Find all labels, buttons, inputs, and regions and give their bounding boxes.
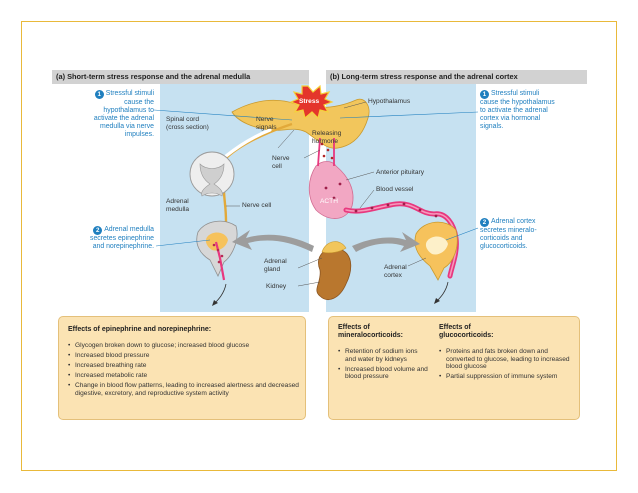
stress-label: Stress: [299, 98, 320, 105]
epinephrine-effects-title: Effects of epinephrine and norepinephrin…: [68, 326, 212, 333]
kidney-adrenal-gland: [321, 241, 347, 254]
list-item: Change in blood flow patterns, leading t…: [68, 382, 300, 397]
arrowhead-epinephrine: [212, 300, 218, 306]
epinephrine-effects-box: Effects of epinephrine and norepinephrin…: [58, 316, 306, 420]
cortex-inner-medulla: [425, 236, 448, 255]
list-item: Increased metabolic rate: [68, 372, 300, 380]
label-leader-lines: [226, 101, 427, 287]
adrenal-gland-label: Adrenal gland: [264, 258, 287, 273]
list-item: Proteins and fats broken down and conver…: [439, 348, 575, 371]
kidney-label: Kidney: [266, 283, 287, 290]
step-number-badge: 2: [480, 218, 489, 227]
step-number-badge: 2: [93, 226, 103, 235]
anterior-pituitary-shape: [308, 161, 354, 219]
step-number-badge: 1: [480, 90, 489, 99]
nerve-signal-arrow: [224, 128, 272, 158]
epinephrine-molecules: [212, 243, 224, 264]
list-item: Increased blood volume and blood pressur…: [338, 366, 430, 381]
adrenal-cortex-label: Adrenal cortex: [384, 264, 407, 279]
spinal-cord-label: Spinal cord (cross section): [166, 116, 209, 131]
list-item: Retention of sodium ions and water by ki…: [338, 348, 430, 363]
glucocorticoid-effects-title: Effects of glucocorticoids:: [439, 324, 494, 340]
mineralocorticoid-effects-title: Effects of mineralocorticoids:: [338, 324, 403, 340]
pituitary-stalk: [317, 137, 335, 167]
releasing-hormone-molecules: [320, 142, 334, 160]
callout-lines: [153, 109, 479, 247]
medulla-core: [205, 232, 228, 251]
releasing-hormone-label: Releasing hormone: [312, 130, 342, 145]
acth-label: ACTH: [320, 198, 338, 205]
short-term-section-header: (a) Short-term stress response and the a…: [52, 70, 309, 84]
medulla-blood-vessel: [214, 241, 226, 281]
adrenal-medulla-label: Adrenal medulla: [166, 198, 190, 213]
nerve-signals-label: Nerve signals: [256, 116, 277, 131]
stress-burst: [289, 84, 334, 120]
list-item: Glycogen broken down to glucose; increas…: [68, 342, 300, 350]
arrow-to-corticoid-effects: [435, 281, 449, 303]
nerve-cell-label: Nerve cell: [272, 155, 290, 170]
arrow-to-epinephrine-effects: [213, 283, 227, 305]
step-number-badge: 1: [94, 90, 104, 99]
arrow-to-adrenal-cortex: [352, 232, 420, 252]
hypothalamus-label: Hypothalamus: [368, 98, 411, 105]
arrow-to-adrenal-medulla: [232, 230, 314, 252]
list-item: Partial suppression of immune system: [439, 373, 575, 381]
mineralocorticoid-effects-list: Retention of sodium ions and water by ki…: [338, 348, 430, 383]
list-item: Increased breathing rate: [68, 362, 300, 370]
anterior-pituitary-label: Anterior pituitary: [376, 169, 425, 176]
long-term-section-header: (b) Long-term stress response and the ad…: [326, 70, 587, 84]
blood-vessel-label: Blood vessel: [376, 186, 414, 193]
corticoid-effects-box: Effects of mineralocorticoids: Retention…: [328, 316, 580, 420]
glucocorticoid-effects-list: Proteins and fats broken down and conver…: [439, 348, 575, 383]
list-item: Increased blood pressure: [68, 352, 300, 360]
epinephrine-effects-list: Glycogen broken down to glucose; increas…: [68, 342, 300, 400]
arrowhead-corticoid: [434, 298, 440, 304]
spinal-cord-grey-matter: [199, 163, 225, 197]
nerve-cell-bottom-label: Nerve cell: [242, 202, 272, 209]
kidney-shape: [316, 248, 352, 300]
